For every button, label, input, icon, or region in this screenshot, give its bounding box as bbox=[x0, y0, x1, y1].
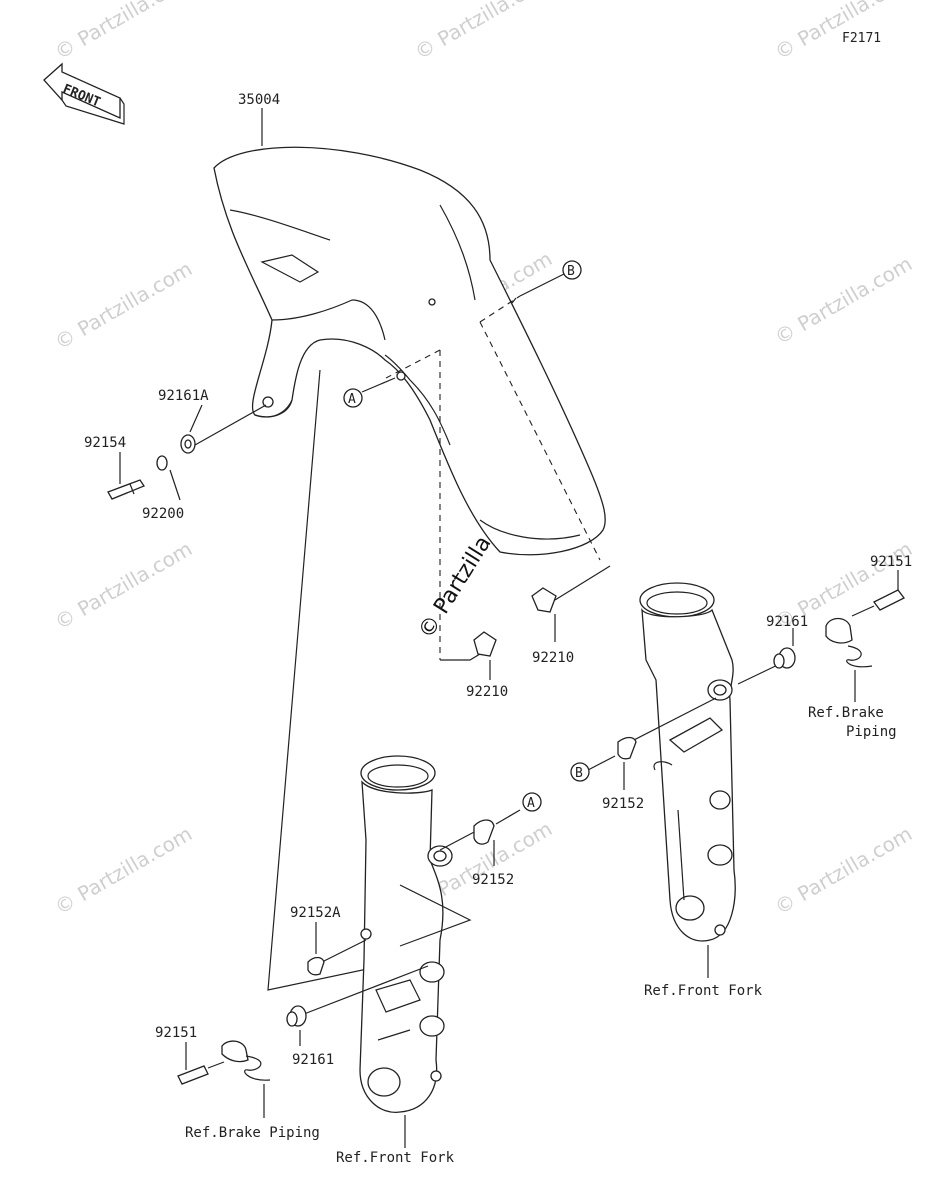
callout-b-label: B bbox=[567, 264, 575, 279]
callout-b-label: B bbox=[575, 766, 583, 781]
watermark: © Partzilla.com bbox=[51, 256, 197, 354]
collar-b-group: B bbox=[570, 697, 717, 790]
collar-a-group: A bbox=[439, 792, 542, 866]
callout-a-label: A bbox=[527, 796, 535, 811]
collar-left-a-group bbox=[307, 922, 367, 976]
callout-a-label: A bbox=[348, 392, 356, 407]
part-number-grommet-lower: 92161 bbox=[292, 1052, 334, 1068]
right-front-fork bbox=[639, 582, 736, 942]
ref-brake-right-1: Ref.Brake bbox=[808, 705, 884, 721]
fender-mount-dashes bbox=[385, 295, 601, 660]
part-number-grommet-right: 92161 bbox=[766, 614, 808, 630]
fork-left-ref-line bbox=[399, 884, 472, 947]
nut-1-icon bbox=[473, 631, 497, 680]
watermark: © Partzilla.com bbox=[771, 251, 917, 349]
part-number-collar-a: 92152 bbox=[472, 872, 514, 888]
lower-mount-hardware bbox=[177, 965, 429, 1118]
watermark: © Partzilla.com bbox=[51, 821, 197, 919]
ref-brake-right-2: Piping bbox=[846, 724, 897, 740]
part-number-bolt-left: 92154 bbox=[84, 435, 126, 451]
part-number-bolt-lower: 92151 bbox=[155, 1025, 197, 1041]
callout-b-top: B bbox=[519, 260, 582, 297]
part-number-grommet-left: 92161A bbox=[158, 388, 209, 404]
part-number-collar-b: 92152 bbox=[602, 796, 644, 812]
part-number-collar-left-a: 92152A bbox=[290, 905, 341, 921]
watermark: © Partzilla.com bbox=[411, 0, 557, 64]
part-number-bolt-right: 92151 bbox=[870, 554, 912, 570]
part-number-washer-left: 92200 bbox=[142, 506, 184, 522]
fender-ref-line bbox=[267, 369, 411, 991]
front-fender bbox=[213, 146, 606, 556]
nut-ref-line bbox=[554, 565, 611, 601]
ref-front-fork-right: Ref.Front Fork bbox=[644, 983, 763, 999]
front-arrow-icon: FRONT bbox=[43, 62, 125, 125]
part-number-nut-1: 92210 bbox=[466, 684, 508, 700]
nut-2-icon bbox=[531, 587, 557, 642]
watermark: © Partzilla.com bbox=[51, 0, 197, 64]
left-mount-hardware bbox=[107, 404, 267, 501]
right-mount-hardware bbox=[737, 570, 905, 702]
part-number-fender: 35004 bbox=[238, 92, 280, 108]
ref-front-fork-left: Ref.Front Fork bbox=[336, 1150, 455, 1166]
callout-a-fender: A bbox=[343, 377, 396, 408]
watermark: © Partzilla.com bbox=[771, 821, 917, 919]
left-front-fork bbox=[359, 755, 453, 1113]
watermark: © Partzilla.com bbox=[51, 536, 197, 634]
part-number-nut-2: 92210 bbox=[532, 650, 574, 666]
ref-brake-lower: Ref.Brake Piping bbox=[185, 1125, 320, 1141]
diagram-code: F2171 bbox=[842, 31, 881, 46]
